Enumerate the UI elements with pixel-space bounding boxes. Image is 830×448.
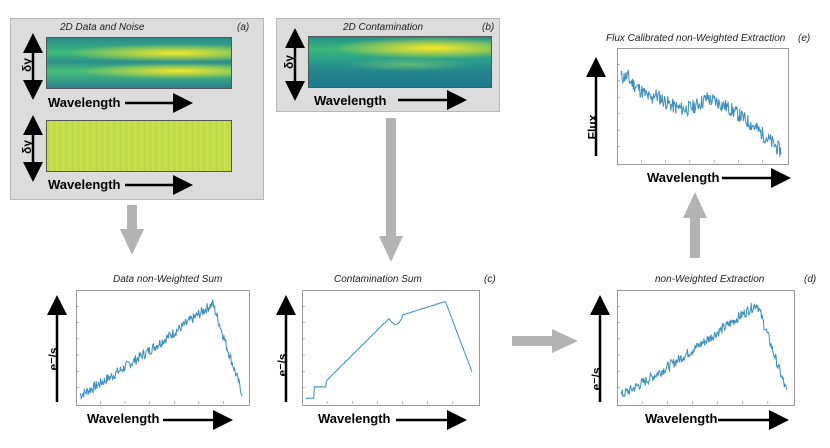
extraction-line (620, 302, 788, 398)
panel-e-title: Flux Calibrated non-Weighted Extraction (606, 33, 786, 44)
flow-arrow-a-down-shaft (127, 205, 137, 229)
panel-a-letter: (a) (237, 22, 250, 33)
panel-a-xlabel-top: Wavelength (48, 95, 121, 110)
panel-e-xlabel: Wavelength (647, 170, 720, 185)
panel-c-plot (302, 290, 480, 406)
panel-b-xlabel: Wavelength (314, 93, 387, 108)
panel-e-spectrum (617, 64, 782, 163)
panel-a-xlabel-bottom: Wavelength (48, 177, 121, 192)
data-sum-line (79, 299, 243, 401)
panel-d-title: non-Weighted Extraction (655, 274, 765, 285)
panel-a-ylabel-top: δy (19, 58, 34, 72)
flux-line (620, 69, 782, 157)
data-sum-xlabel: Wavelength (87, 411, 160, 426)
panel-e-ylabel: Flux (585, 114, 600, 140)
data-sum-spectrum (76, 299, 243, 404)
panel-c-ylabel: e⁻/s (275, 353, 290, 377)
panel-b-title: 2D Contamination (343, 22, 424, 33)
panel-a-title: 2D Data and Noise (60, 22, 145, 33)
panel-b-ylabel: δy (281, 55, 296, 69)
panel-d-ylabel: e⁻/s (589, 367, 604, 391)
flow-arrow-c-to-d-shaft (512, 336, 552, 346)
panel-b-letter: (b) (482, 22, 495, 33)
flow-arrow-b-down-shaft (386, 118, 396, 236)
panel-d-plot (617, 290, 795, 406)
panel-a-ylabel-bottom: δy (19, 140, 34, 154)
contamination-image (308, 36, 492, 88)
flow-arrow-d-up-shaft (690, 218, 700, 258)
flow-arrow-c-to-d-head (552, 329, 578, 353)
panel-c-title: Contamination Sum (334, 274, 422, 285)
panel-e-letter: (e) (798, 33, 811, 44)
data-sum-ylabel: e⁻/s (46, 347, 61, 371)
panel-c-letter: (c) (484, 274, 496, 285)
panel-d-letter: (d) (804, 274, 817, 285)
panel-c-xlabel: Wavelength (318, 411, 391, 426)
panel-d-spectrum (617, 302, 788, 404)
data-sum-title: Data non-Weighted Sum (113, 274, 223, 285)
noise-image (46, 120, 232, 172)
panel-d-xlabel: Wavelength (645, 411, 718, 426)
flow-arrow-a-down-head (120, 229, 144, 255)
data-spectrum-image (46, 37, 232, 89)
data-sum-plot (76, 290, 250, 406)
contamination-line (305, 301, 473, 400)
flow-arrow-b-down-head (379, 236, 403, 262)
flow-arrow-d-up-head (683, 192, 707, 218)
panel-c-spectrum (302, 301, 473, 404)
